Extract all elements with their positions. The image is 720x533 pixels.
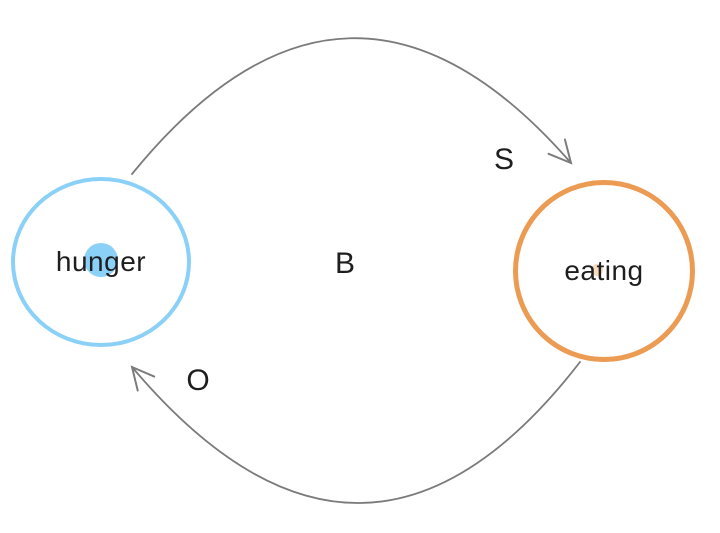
label-stimulus: S bbox=[493, 143, 515, 176]
node-eating: eating bbox=[513, 180, 695, 362]
arc-eating-to-hunger bbox=[132, 361, 581, 504]
node-hunger: hunger bbox=[11, 177, 191, 347]
label-behavior: B bbox=[334, 247, 356, 280]
eating-center-dot bbox=[591, 264, 603, 276]
hunger-center-dot bbox=[84, 243, 118, 277]
node-hunger-label: hunger bbox=[55, 246, 147, 277]
node-eating-label: eating bbox=[564, 255, 644, 286]
label-outcome: O bbox=[186, 364, 210, 397]
arc-hunger-to-eating bbox=[131, 37, 571, 175]
